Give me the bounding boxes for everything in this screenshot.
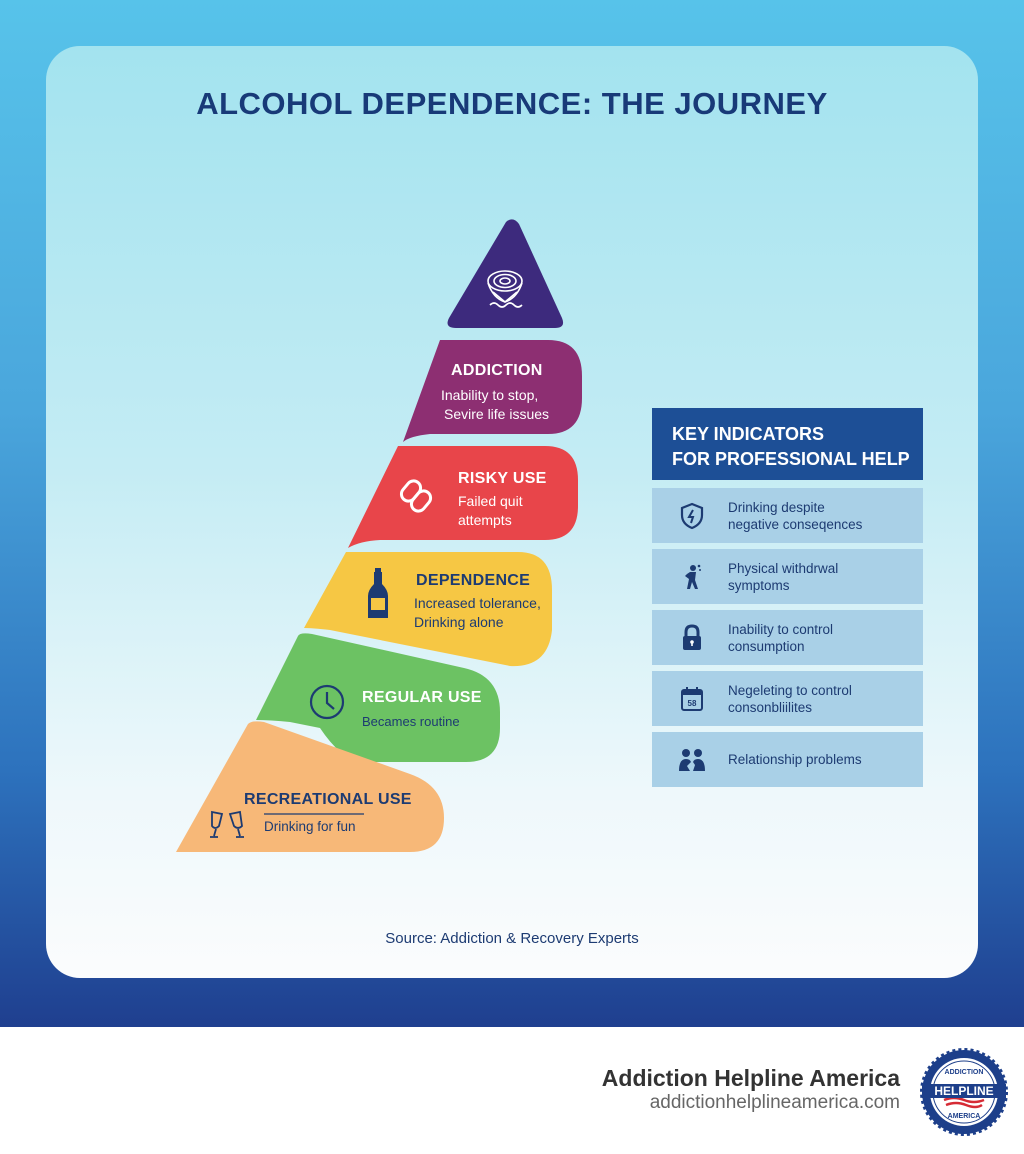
stage-title: REGULAR USE — [362, 689, 482, 706]
page-title: ALCOHOL DEPENDENCE: THE JOURNEY — [196, 86, 828, 121]
stage-title: ADDICTION — [451, 362, 543, 379]
whirlpool-icon — [487, 270, 523, 308]
key-indicators-panel: KEY INDICATORS FOR PROFESSIONAL HELP Dri… — [652, 408, 923, 787]
calendar-icon: 58 — [678, 685, 706, 713]
logo-seal-icon: HELPLINE ADDICTION AMERICA — [920, 1048, 1008, 1136]
svg-text:HELPLINE: HELPLINE — [934, 1084, 993, 1098]
stage-desc: Increased tolerance, Drinking alone — [414, 595, 541, 630]
stage-dependence-shape — [304, 552, 552, 667]
stage-title: RECREATIONAL USE — [244, 791, 412, 808]
bottle-icon — [368, 568, 388, 618]
shield-lightning-icon — [678, 502, 706, 530]
stage-regular-use: REGULAR USE Becames routine — [362, 689, 482, 731]
stage-risky-shape — [348, 446, 578, 548]
stage-dependence: DEPENDENCE Increased tolerance, Drinking… — [414, 572, 541, 632]
brand-name: Addiction Helpline America — [601, 1065, 900, 1091]
wine-glasses-icon — [210, 810, 244, 838]
brand-url[interactable]: addictionhelplineamerica.com — [649, 1092, 900, 1113]
footer-brand: Addiction Helpline America addictionhelp… — [602, 1064, 900, 1114]
stage-desc: Becames routine — [362, 714, 460, 729]
stage-regular-shape — [256, 633, 500, 762]
stage-desc: Drinking for fun — [264, 819, 356, 834]
lock-icon — [678, 623, 706, 652]
indicators-header: KEY INDICATORS FOR PROFESSIONAL HELP — [652, 408, 923, 480]
stage-title: RISKY USE — [458, 470, 547, 487]
indicator-text: Physical withdrwal symptoms — [728, 560, 839, 593]
indicator-text: Negeleting to control consonbliilites — [728, 682, 852, 715]
indicator-item: Relationship problems — [652, 732, 923, 787]
broken-chain-icon — [399, 479, 433, 513]
stage-addiction-shape — [403, 340, 582, 442]
indicator-item: Drinking despite negative conseqences — [652, 488, 923, 543]
stage-recreational-shape — [176, 721, 444, 852]
stage-addiction: ADDICTION Inability to stop, Sevire life… — [441, 362, 549, 424]
svg-text:58: 58 — [688, 699, 697, 708]
people-icon — [678, 746, 706, 774]
clock-icon — [309, 684, 345, 720]
stage-title: DEPENDENCE — [416, 572, 531, 589]
stage-desc: Failed quit attempts — [458, 493, 523, 528]
indicator-item: 58 Negeleting to control consonbliilites — [652, 671, 923, 726]
indicator-item: Inability to control consumption — [652, 610, 923, 665]
source-caption: Source: Addiction & Recovery Experts — [385, 930, 639, 947]
indicator-item: Physical withdrwal symptoms — [652, 549, 923, 604]
indicator-text: Relationship problems — [728, 752, 862, 767]
svg-text:AMERICA: AMERICA — [948, 1113, 981, 1120]
svg-text:ADDICTION: ADDICTION — [945, 1069, 984, 1076]
indicator-text: Drinking despite negative conseqences — [728, 499, 863, 532]
indicator-text: Inability to control consumption — [728, 621, 834, 654]
pyramid-diagram — [176, 219, 582, 852]
stage-recreational-use: RECREATIONAL USE Drinking for fun — [244, 791, 412, 836]
stage-desc: Inability to stop, Sevire life issues — [441, 387, 550, 422]
stage-risky-use: RISKY USE Failed quit attempts — [458, 470, 547, 530]
withdrawal-person-icon — [678, 563, 706, 591]
helpline-logo: HELPLINE ADDICTION AMERICA — [920, 1048, 1008, 1136]
